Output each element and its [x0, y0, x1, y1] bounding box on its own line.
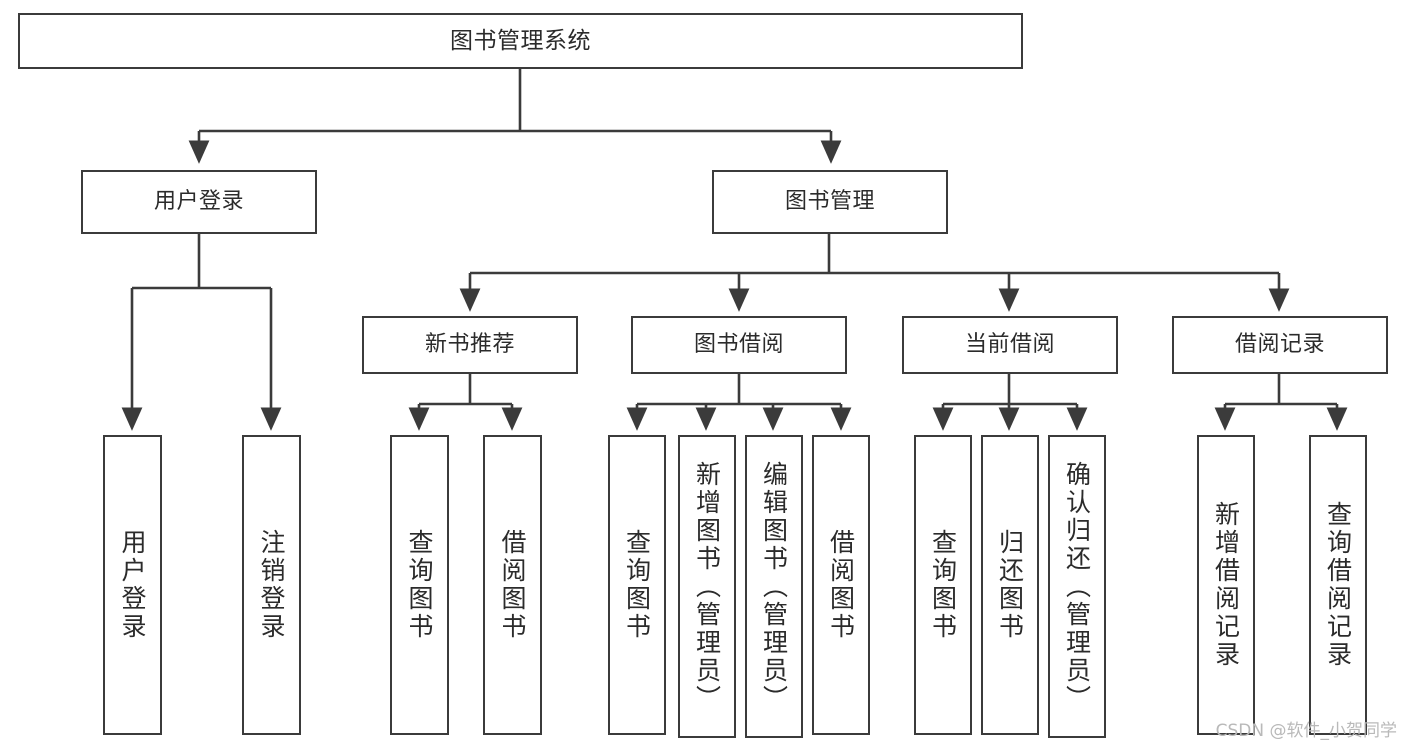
node-root-label: 图书管理系统	[450, 27, 591, 54]
node-user-login-label: 用户登录	[153, 189, 244, 214]
leaf-borrow-borrow-book-label: 借阅图书	[826, 529, 856, 641]
node-borrow-record-label: 借阅记录	[1234, 332, 1325, 357]
leaf-record-add[interactable]: 新增借阅记录	[1197, 435, 1255, 735]
node-new-book-recommend-label: 新书推荐	[424, 332, 515, 357]
node-user-login[interactable]: 用户登录	[81, 170, 317, 234]
csdn-watermark: CSDN @软件_小贺同学	[1215, 721, 1397, 741]
leaf-record-add-label: 新增借阅记录	[1211, 501, 1241, 669]
node-new-book-recommend[interactable]: 新书推荐	[362, 316, 578, 374]
leaf-current-query-book-label: 查询图书	[928, 529, 958, 641]
leaf-new-book-borrow[interactable]: 借阅图书	[483, 435, 542, 735]
leaf-current-confirm-return-label: 确认归还（管理员）	[1062, 460, 1092, 713]
leaf-borrow-edit-book-label: 编辑图书（管理员）	[759, 460, 789, 713]
leaf-borrow-query-book-label: 查询图书	[622, 529, 652, 641]
node-borrow-record[interactable]: 借阅记录	[1172, 316, 1388, 374]
leaf-borrow-borrow-book[interactable]: 借阅图书	[812, 435, 870, 735]
leaf-borrow-add-book[interactable]: 新增图书（管理员）	[678, 435, 736, 738]
leaf-user-login-label: 用户登录	[118, 529, 147, 641]
leaf-user-login[interactable]: 用户登录	[103, 435, 162, 735]
leaf-borrow-edit-book[interactable]: 编辑图书（管理员）	[745, 435, 803, 738]
leaf-record-query-label: 查询借阅记录	[1323, 501, 1353, 669]
leaf-borrow-add-book-label: 新增图书（管理员）	[692, 460, 722, 713]
leaf-new-book-query-label: 查询图书	[405, 529, 434, 641]
leaf-user-logout[interactable]: 注销登录	[242, 435, 301, 735]
leaf-borrow-query-book[interactable]: 查询图书	[608, 435, 666, 735]
leaf-current-return-book-label: 归还图书	[995, 529, 1025, 641]
node-book-borrow[interactable]: 图书借阅	[631, 316, 847, 374]
node-book-management[interactable]: 图书管理	[712, 170, 948, 234]
leaf-record-query[interactable]: 查询借阅记录	[1309, 435, 1367, 735]
leaf-new-book-query[interactable]: 查询图书	[390, 435, 449, 735]
leaf-current-confirm-return[interactable]: 确认归还（管理员）	[1048, 435, 1106, 738]
node-book-management-label: 图书管理	[784, 189, 875, 214]
leaf-current-return-book[interactable]: 归还图书	[981, 435, 1039, 735]
node-root[interactable]: 图书管理系统	[18, 13, 1023, 69]
leaf-user-logout-label: 注销登录	[257, 529, 286, 641]
node-book-borrow-label: 图书借阅	[693, 332, 784, 357]
leaf-new-book-borrow-label: 借阅图书	[498, 529, 527, 641]
node-current-borrow[interactable]: 当前借阅	[902, 316, 1118, 374]
node-current-borrow-label: 当前借阅	[964, 332, 1055, 357]
leaf-current-query-book[interactable]: 查询图书	[914, 435, 972, 735]
